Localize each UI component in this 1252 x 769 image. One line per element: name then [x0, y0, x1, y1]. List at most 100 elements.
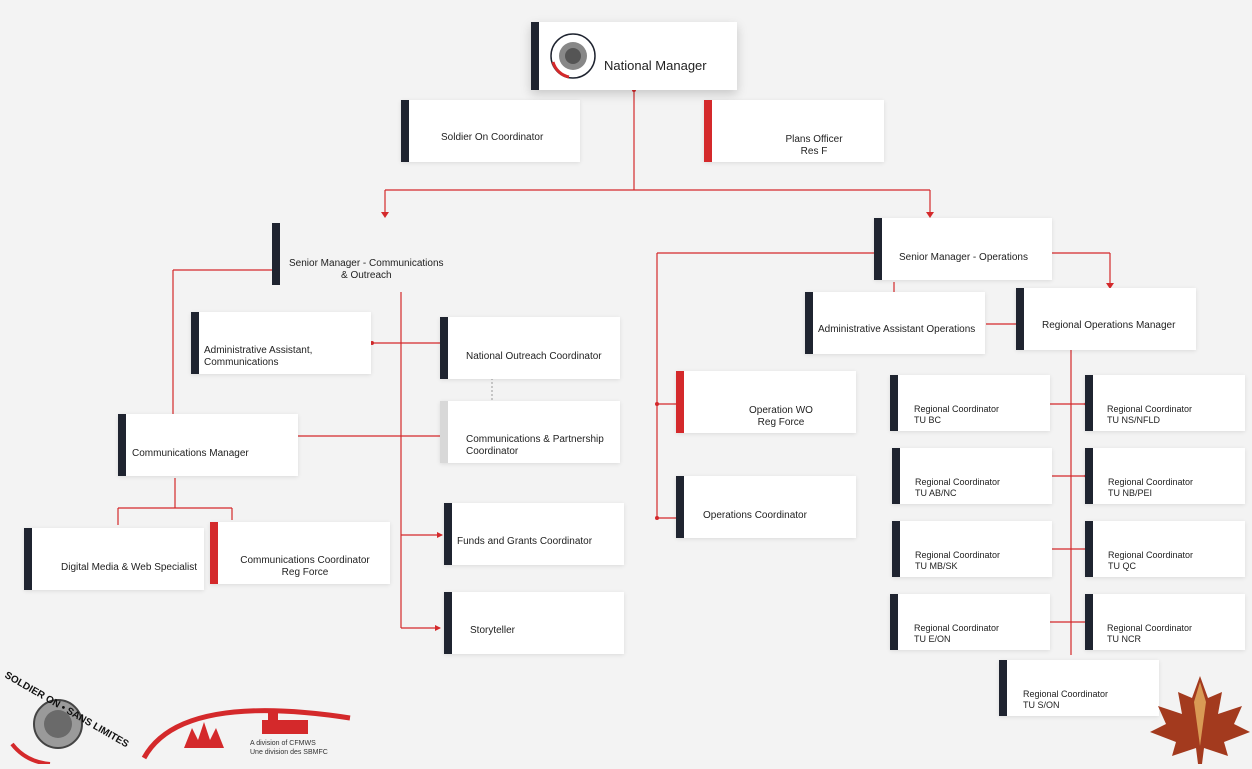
cfmws-swoosh-icon — [141, 708, 351, 760]
accent-bar — [892, 521, 900, 577]
regional-coordinator-label: Regional Coordinator TU NCR — [1107, 623, 1192, 645]
regional-coordinator-unit: TU BC — [914, 415, 941, 425]
accent-bar — [676, 371, 684, 433]
soldier-on-badge-icon — [10, 699, 83, 766]
regional-coordinator-unit: TU NB/PEI — [1108, 488, 1153, 498]
regional-coordinator-unit: TU MB/SK — [915, 561, 958, 571]
regional-operations-manager-label: Regional Operations Manager — [1042, 320, 1176, 331]
regional-coordinator-box: Regional Coordinator TU E/ON — [890, 594, 1050, 650]
regional-coordinator-label: Regional Coordinator TU NS/NFLD — [1107, 404, 1192, 426]
operation-wo-label: Operation WO Reg Force — [736, 405, 826, 429]
regional-coordinator-box: Regional Coordinator TU NS/NFLD — [1085, 375, 1245, 431]
plans-officer-line2: Res F — [800, 146, 828, 157]
regional-coordinator-label: Regional Coordinator TU BC — [914, 404, 999, 426]
funds-grants-coordinator-box: Funds and Grants Coordinator — [444, 503, 624, 565]
regional-coordinator-label: Regional Coordinator TU S/ON — [1023, 689, 1108, 711]
accent-bar — [1085, 375, 1093, 431]
national-outreach-coordinator-label: National Outreach Coordinator — [466, 351, 602, 362]
plans-officer-line1: Plans Officer — [785, 134, 843, 145]
admin-assistant-comms-box: Administrative Assistant, Communications — [191, 312, 371, 374]
accent-bar — [1085, 594, 1093, 650]
cfmws-division-line1: A division of CFMWS — [250, 740, 316, 747]
regional-coordinator-title: Regional Coordinator — [915, 550, 1001, 560]
accent-bar — [401, 100, 409, 162]
accent-bar — [444, 592, 452, 654]
national-manager-label: National Manager — [604, 58, 707, 73]
regional-coordinator-label: Regional Coordinator TU AB/NC — [915, 477, 1000, 499]
national-outreach-coordinator-box: National Outreach Coordinator — [440, 317, 620, 379]
regional-operations-manager-box: Regional Operations Manager — [1016, 288, 1196, 350]
soldier-on-coordinator-box: Soldier On Coordinator — [401, 100, 580, 162]
accent-bar — [1016, 288, 1024, 350]
accent-bar — [999, 660, 1007, 716]
accent-bar — [440, 317, 448, 379]
communications-coordinator-box: Communications Coordinator Reg Force — [210, 522, 390, 584]
maple-leaf-icon — [1150, 676, 1250, 764]
regional-coordinator-box: Regional Coordinator TU QC — [1085, 521, 1245, 577]
operation-wo-box: Operation WO Reg Force — [676, 371, 856, 433]
admin-assistant-ops-box: Administrative Assistant Operations — [805, 292, 985, 354]
regional-coordinator-label: Regional Coordinator TU MB/SK — [915, 550, 1000, 572]
accent-bar — [874, 218, 882, 280]
national-manager-box: National Manager — [531, 22, 737, 90]
communications-coordinator-label: Communications Coordinator Reg Force — [240, 555, 370, 579]
regional-coordinator-title: Regional Coordinator — [1108, 550, 1194, 560]
accent-bar — [440, 401, 448, 463]
accent-bar — [1085, 521, 1093, 577]
accent-bar — [704, 100, 712, 162]
accent-bar — [805, 292, 813, 354]
communications-coordinator-line1: Communications Coordinator — [240, 555, 370, 566]
senior-manager-comms-line2: & Outreach — [341, 270, 392, 281]
accent-bar — [272, 223, 280, 285]
regional-coordinator-box: Regional Coordinator TU MB/SK — [892, 521, 1052, 577]
senior-manager-comms-box: Senior Manager - Communications & Outrea… — [272, 223, 450, 285]
accent-bar — [676, 476, 684, 538]
funds-grants-coordinator-label: Funds and Grants Coordinator — [457, 536, 593, 547]
regional-coordinator-box: Regional Coordinator TU NB/PEI — [1085, 448, 1245, 504]
regional-coordinator-unit: TU S/ON — [1023, 700, 1060, 710]
regional-coordinator-unit: TU E/ON — [914, 634, 951, 644]
operation-wo-line1: Operation WO — [749, 405, 813, 416]
regional-coordinator-unit: TU QC — [1108, 561, 1136, 571]
accent-bar — [24, 528, 32, 590]
regional-coordinator-title: Regional Coordinator — [914, 623, 1000, 633]
comms-partnership-coordinator-box: Communications & Partnership Coordinator — [440, 401, 620, 463]
accent-bar — [890, 375, 898, 431]
senior-manager-comms-line1: Senior Manager - Communications — [289, 258, 444, 269]
communications-manager-label: Communications Manager — [132, 448, 249, 459]
regional-coordinator-title: Regional Coordinator — [1107, 623, 1193, 633]
storyteller-label: Storyteller — [470, 625, 516, 636]
operations-coordinator-box: Operations Coordinator — [676, 476, 856, 538]
senior-manager-comms-label: Senior Manager - Communications & Outrea… — [289, 258, 444, 282]
storyteller-box: Storyteller — [444, 592, 624, 654]
operation-wo-line2: Reg Force — [757, 417, 805, 428]
comms-partnership-line2: Coordinator — [466, 446, 519, 457]
regional-coordinator-title: Regional Coordinator — [1023, 689, 1109, 699]
accent-bar — [892, 448, 900, 504]
regional-coordinator-unit: TU AB/NC — [915, 488, 957, 498]
accent-bar — [118, 414, 126, 476]
regional-coordinator-box: Regional Coordinator TU NCR — [1085, 594, 1245, 650]
accent-bar — [210, 522, 218, 584]
regional-coordinator-box: Regional Coordinator TU BC — [890, 375, 1050, 431]
accent-bar — [444, 503, 452, 565]
senior-manager-ops-label: Senior Manager - Operations — [899, 252, 1028, 263]
regional-coordinator-label: Regional Coordinator TU E/ON — [914, 623, 999, 645]
regional-coordinator-title: Regional Coordinator — [1107, 404, 1193, 414]
admin-assistant-comms-line2: Communications — [204, 357, 279, 368]
regional-coordinator-box: Regional Coordinator TU AB/NC — [892, 448, 1052, 504]
accent-bar — [890, 594, 898, 650]
regional-coordinator-title: Regional Coordinator — [914, 404, 1000, 414]
digital-media-specialist-label: Digital Media & Web Specialist — [61, 562, 197, 573]
comms-partnership-coordinator-label: Communications & Partnership Coordinator — [466, 434, 604, 458]
operations-coordinator-label: Operations Coordinator — [703, 510, 807, 521]
soldier-on-logo: SOLDIER ON • SANS LIMITES — [3, 664, 130, 766]
cfmws-logo: A division of CFMWS Une division des SBM… — [140, 688, 352, 764]
regional-coordinator-unit: TU NS/NFLD — [1107, 415, 1161, 425]
senior-manager-ops-box: Senior Manager - Operations — [874, 218, 1052, 280]
comms-partnership-line1: Communications & Partnership — [466, 434, 604, 445]
regional-coordinator-label: Regional Coordinator TU QC — [1108, 550, 1193, 572]
regional-coordinator-box: Regional Coordinator TU S/ON — [999, 660, 1159, 716]
admin-assistant-ops-label: Administrative Assistant Operations — [818, 324, 976, 335]
